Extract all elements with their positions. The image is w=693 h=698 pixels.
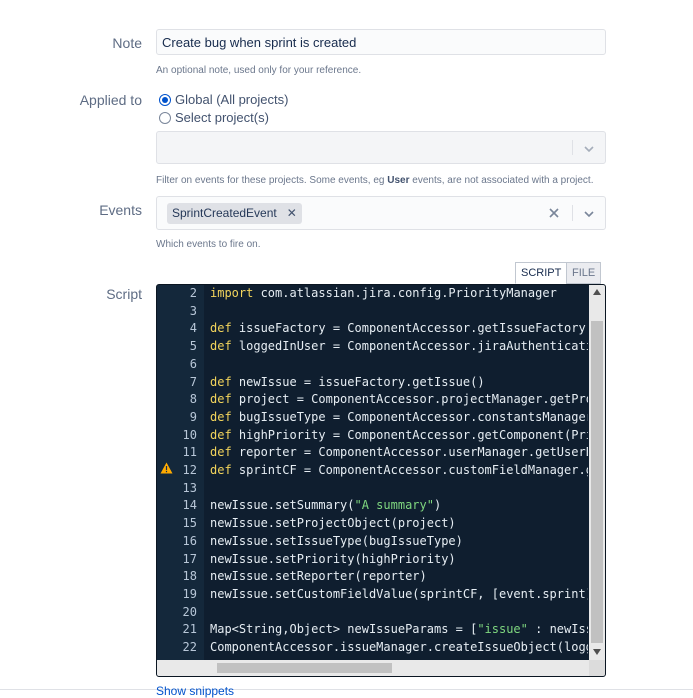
- scroll-corner: [589, 660, 605, 676]
- code-text: newIssue.setIssueType(bugIssueType): [210, 533, 463, 548]
- applied-to-label: Applied to: [79, 92, 142, 108]
- line-number: 16: [182, 533, 197, 548]
- radio-global-row[interactable]: Global (All projects): [159, 92, 288, 107]
- code-line: 18 newIssue.setReporter(reporter): [157, 568, 589, 586]
- code-line: 3: [157, 303, 589, 321]
- horizontal-scrollbar[interactable]: [157, 660, 589, 676]
- code-line: 5 def loggedInUser = ComponentAccessor.ji…: [157, 338, 589, 356]
- code-line: 22 ComponentAccessor.issueManager.createI…: [157, 639, 589, 657]
- code-line: 19 newIssue.setCustomFieldValue(sprintCF,…: [157, 586, 589, 604]
- code-line: 6: [157, 356, 589, 374]
- line-number: 6: [189, 356, 197, 371]
- note-label: Note: [112, 35, 142, 51]
- code-text: newIssue.setCustomFieldValue(sprintCF, […: [210, 586, 588, 601]
- line-number: 11: [182, 445, 197, 460]
- remove-tag-icon[interactable]: ✕: [286, 206, 297, 220]
- radio-select-row[interactable]: Select project(s): [159, 110, 269, 125]
- code-line: 13: [157, 480, 589, 498]
- line-number: 5: [189, 339, 197, 354]
- tab-script[interactable]: SCRIPT: [515, 262, 568, 284]
- note-help-text: An optional note, used only for your ref…: [156, 65, 362, 76]
- radio-select-projects[interactable]: [159, 111, 171, 124]
- clear-icon[interactable]: [547, 206, 561, 220]
- projects-dropdown[interactable]: [156, 131, 606, 164]
- warning-icon[interactable]: [160, 462, 173, 474]
- events-help-text: Which events to fire on.: [156, 239, 261, 250]
- line-number: 2: [189, 286, 197, 300]
- line-number: 15: [182, 516, 197, 531]
- line-number: 3: [189, 303, 197, 318]
- code-text: ComponentAccessor.issueManager.createIss…: [210, 640, 588, 654]
- line-number: 13: [182, 480, 197, 495]
- horizontal-scroll-thumb[interactable]: [217, 663, 392, 673]
- code-line: 8 def project = ComponentAccessor.project…: [157, 391, 589, 409]
- code-line: 4 def issueFactory = ComponentAccessor.ge…: [157, 320, 589, 338]
- scroll-down-icon[interactable]: [593, 649, 601, 655]
- code-editor[interactable]: 2 import com.atlassian.jira.config.Priori…: [156, 284, 606, 677]
- events-multiselect[interactable]: SprintCreatedEvent ✕: [156, 196, 606, 230]
- code-line: 9 def bugIssueType = ComponentAccessor.co…: [157, 409, 589, 427]
- code-text: import com.atlassian.jira.config.Priorit…: [210, 286, 557, 300]
- line-number-gutter: [157, 285, 204, 676]
- vertical-scroll-thumb[interactable]: [591, 321, 603, 643]
- code-line: 11 def reporter = ComponentAccessor.userM…: [157, 444, 589, 462]
- code-line: 14 newIssue.setSummary("A summary"): [157, 497, 589, 515]
- vertical-scrollbar[interactable]: [589, 285, 605, 662]
- line-number: 22: [182, 640, 197, 654]
- line-number: 19: [182, 586, 197, 601]
- code-text: def newIssue = issueFactory.getIssue(): [210, 374, 485, 389]
- code-line: 7 def newIssue = issueFactory.getIssue(): [157, 374, 589, 392]
- event-tag-label: SprintCreatedEvent: [172, 206, 277, 220]
- line-number: 7: [189, 374, 197, 389]
- line-number: 20: [182, 604, 197, 619]
- code-line: 12 def sprintCF = ComponentAccessor.custo…: [157, 462, 589, 480]
- event-tag: SprintCreatedEvent ✕: [167, 203, 302, 224]
- line-number: 21: [182, 622, 197, 637]
- line-number: 14: [182, 498, 197, 513]
- line-number: 12: [182, 463, 197, 477]
- code-text: def issueFactory = ComponentAccessor.get…: [210, 321, 588, 336]
- code-text: def highPriority = ComponentAccessor.get…: [210, 427, 588, 442]
- radio-global-label: Global (All projects): [175, 92, 289, 107]
- line-number: 17: [182, 551, 197, 566]
- line-number: 9: [189, 409, 197, 424]
- line-number: 8: [189, 392, 197, 407]
- code-line: 2 import com.atlassian.jira.config.Priori…: [157, 285, 589, 303]
- projects-help-text: Filter on events for these projects. Som…: [156, 175, 594, 186]
- tab-file[interactable]: FILE: [566, 262, 602, 284]
- dropdown-separator: [572, 205, 573, 221]
- code-line: 10 def highPriority = ComponentAccessor.g…: [157, 427, 589, 445]
- line-number: 10: [182, 427, 197, 442]
- code-text: def loggedInUser = ComponentAccessor.jir…: [210, 339, 588, 354]
- code-text: newIssue.setSummary("A summary"): [210, 498, 442, 513]
- code-line: 17 newIssue.setPriority(highPriority): [157, 551, 589, 569]
- divider: [0, 689, 693, 690]
- code-text: Map<String,Object> newIssueParams = ["is…: [210, 622, 588, 637]
- events-label: Events: [99, 202, 142, 218]
- line-number: 4: [189, 321, 197, 336]
- radio-select-label: Select project(s): [175, 110, 269, 125]
- show-snippets-link[interactable]: Show snippets: [156, 684, 235, 698]
- code-text: newIssue.setReporter(reporter): [210, 569, 427, 584]
- chevron-down-icon[interactable]: [582, 207, 596, 221]
- code-line: 16 newIssue.setIssueType(bugIssueType): [157, 533, 589, 551]
- script-label: Script: [106, 286, 142, 302]
- code-text: def bugIssueType = ComponentAccessor.con…: [210, 409, 588, 424]
- code-text: newIssue.setProjectObject(project): [210, 516, 456, 531]
- scroll-up-icon[interactable]: [593, 289, 601, 295]
- radio-global[interactable]: [159, 93, 171, 106]
- code-text: newIssue.setPriority(highPriority): [210, 551, 456, 566]
- code-text: def sprintCF = ComponentAccessor.customF…: [210, 463, 588, 477]
- line-number: 18: [182, 569, 197, 584]
- code-text: def project = ComponentAccessor.projectM…: [210, 392, 588, 407]
- chevron-down-icon[interactable]: [582, 142, 596, 156]
- note-input[interactable]: [156, 29, 606, 55]
- code-line: 20: [157, 604, 589, 622]
- code-line: 21 Map<String,Object> newIssueParams = ["…: [157, 621, 589, 639]
- dropdown-separator: [572, 140, 573, 155]
- code-text: def reporter = ComponentAccessor.userMan…: [210, 445, 588, 460]
- code-line: 15 newIssue.setProjectObject(project): [157, 515, 589, 533]
